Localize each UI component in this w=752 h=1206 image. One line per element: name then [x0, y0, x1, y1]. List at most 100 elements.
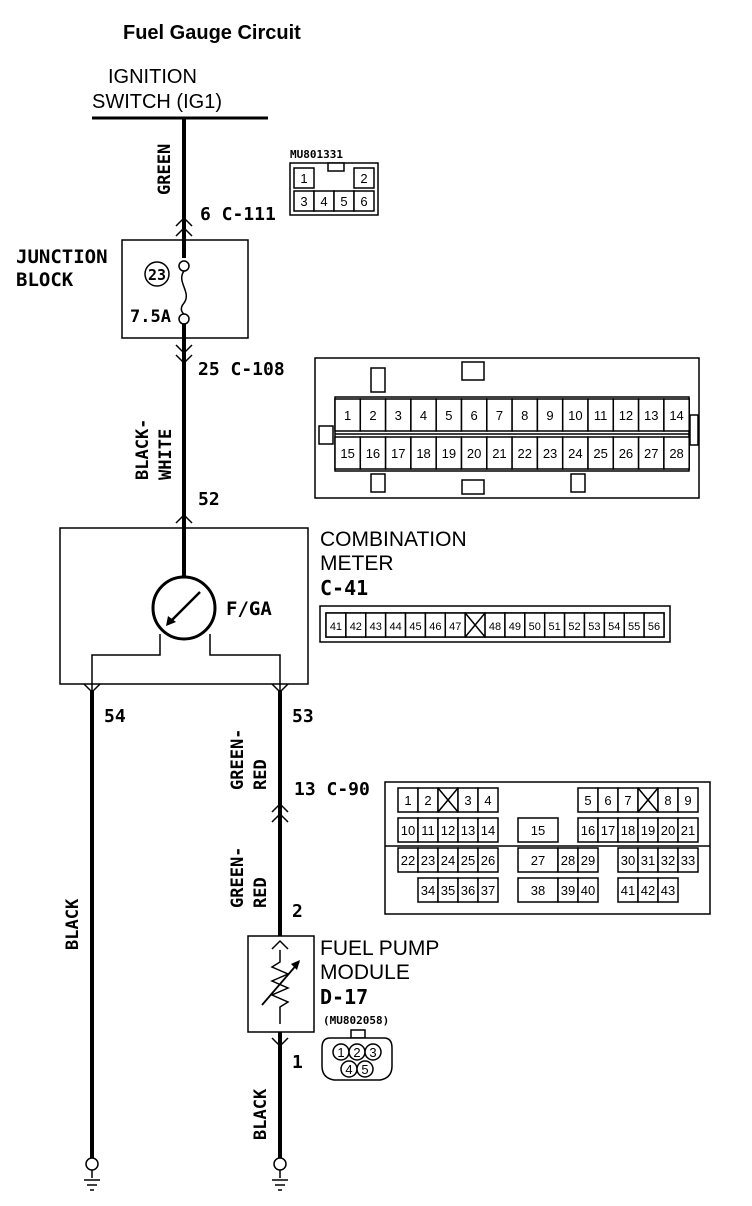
c41-pin-44: 44 [384, 612, 407, 638]
c108-pin-11: 11 [587, 398, 615, 432]
c90-pin-10: 10 [397, 817, 419, 843]
meter-pin-54: 54 [104, 706, 126, 727]
sender-variable-arrow [261, 961, 300, 1006]
c108-pin-15: 15 [334, 436, 362, 470]
meter-connector-id: C-41 [320, 576, 368, 600]
c41-pin-49: 49 [504, 612, 526, 638]
meter-label-line1: COMBINATION [320, 528, 467, 551]
c90-pin-23: 23 [417, 847, 439, 873]
c90-pin-20: 20 [657, 817, 679, 843]
svg-text:8: 8 [521, 408, 528, 423]
svg-text:16: 16 [581, 823, 595, 838]
svg-text:23: 23 [421, 853, 435, 868]
diagram-title: Fuel Gauge Circuit [123, 22, 301, 44]
svg-text:14: 14 [481, 823, 495, 838]
svg-text:27: 27 [531, 853, 545, 868]
svg-text:50: 50 [529, 621, 541, 633]
svg-text:43: 43 [661, 883, 675, 898]
c41-pin-50: 50 [524, 612, 546, 638]
svg-text:28: 28 [669, 446, 683, 461]
svg-text:28: 28 [561, 853, 575, 868]
wire-label-green-red-lower-line2: RED [251, 877, 271, 908]
c90-pin-18: 18 [617, 817, 639, 843]
c90-pin-13: 13 [457, 817, 479, 843]
c108-label: 25 C-108 [198, 359, 285, 380]
svg-text:22: 22 [518, 446, 532, 461]
c108-pin-18: 18 [410, 436, 437, 470]
svg-text:7: 7 [496, 408, 503, 423]
c90-pin-37: 37 [477, 877, 499, 903]
c108-pin-19: 19 [435, 436, 463, 470]
svg-text:33: 33 [681, 853, 695, 868]
c90-pin-5: 5 [577, 787, 599, 813]
c90-pin-19: 19 [637, 817, 659, 843]
svg-text:45: 45 [409, 621, 421, 633]
c111-label: 6 C-111 [200, 204, 276, 225]
c108-arrow-top [175, 344, 193, 355]
c90-pin-7: 7 [617, 787, 639, 813]
wire-label-green-red-upper-line1: GREEN- [228, 729, 248, 790]
c108-pin-16: 16 [359, 436, 387, 470]
wire-label-black-ground: BLACK [251, 1088, 271, 1140]
svg-text:47: 47 [449, 621, 461, 633]
c41-pin-48: 48 [484, 612, 506, 638]
c41-pin-blank [464, 612, 486, 638]
svg-text:26: 26 [619, 446, 633, 461]
c90-pin-30: 30 [617, 847, 639, 873]
c90-pin-34: 34 [417, 877, 439, 903]
junction-block-label-line1: JUNCTION [16, 246, 108, 268]
wire-label-green-red-lower-line1: GREEN- [228, 847, 248, 908]
meter-internal-right [209, 634, 281, 698]
svg-text:40: 40 [581, 883, 595, 898]
svg-text:17: 17 [601, 823, 615, 838]
c111-pin-1: 1 [300, 171, 307, 186]
fuse-element-icon [180, 270, 187, 315]
meter-input-arrow [175, 513, 193, 524]
svg-text:10: 10 [568, 408, 582, 423]
c90-pin-blank [637, 787, 659, 813]
c90-pin-17: 17 [597, 817, 619, 843]
c90-pin-26: 26 [477, 847, 499, 873]
svg-text:11: 11 [421, 823, 435, 838]
svg-text:9: 9 [684, 793, 691, 808]
svg-text:51: 51 [549, 621, 561, 633]
c111-connector-face: 1 2 3 4 5 6 [289, 162, 379, 216]
c90-pin-4: 4 [477, 787, 499, 813]
c41-pin-41: 41 [325, 612, 347, 638]
svg-text:20: 20 [467, 446, 481, 461]
c90-arrow-top [271, 802, 289, 813]
c90-pin-40: 40 [577, 877, 599, 903]
c90-pin-24: 24 [437, 847, 459, 873]
c90-pin-16: 16 [577, 817, 599, 843]
svg-text:1: 1 [404, 793, 411, 808]
svg-text:23: 23 [543, 446, 557, 461]
svg-text:36: 36 [461, 883, 475, 898]
c41-pin-51: 51 [543, 612, 566, 638]
c108-pin-27: 27 [637, 436, 665, 470]
svg-text:1: 1 [344, 408, 351, 423]
c108-pin-4: 4 [410, 398, 437, 432]
c111-pin-2: 2 [360, 171, 367, 186]
c90-pin-25: 25 [457, 847, 479, 873]
c41-pin-52: 52 [563, 612, 586, 638]
svg-text:46: 46 [429, 621, 441, 633]
fuse-terminal-bottom [178, 313, 190, 325]
c108-pin-21: 21 [486, 436, 513, 470]
svg-text:2: 2 [369, 408, 376, 423]
junction-block-label-line2: BLOCK [16, 269, 74, 291]
pump-pin-1: 1 [292, 1052, 303, 1073]
svg-text:42: 42 [350, 621, 362, 633]
svg-text:18: 18 [416, 446, 430, 461]
svg-text:24: 24 [441, 853, 455, 868]
d17-part-number: (MU802058) [323, 1014, 389, 1027]
meter-pin-53: 53 [292, 706, 314, 727]
c90-pin-22: 22 [397, 847, 419, 873]
pump-arrow-top [271, 939, 289, 950]
svg-text:15: 15 [340, 446, 354, 461]
svg-text:29: 29 [581, 853, 595, 868]
svg-text:35: 35 [441, 883, 455, 898]
c90-pin-12: 12 [437, 817, 459, 843]
